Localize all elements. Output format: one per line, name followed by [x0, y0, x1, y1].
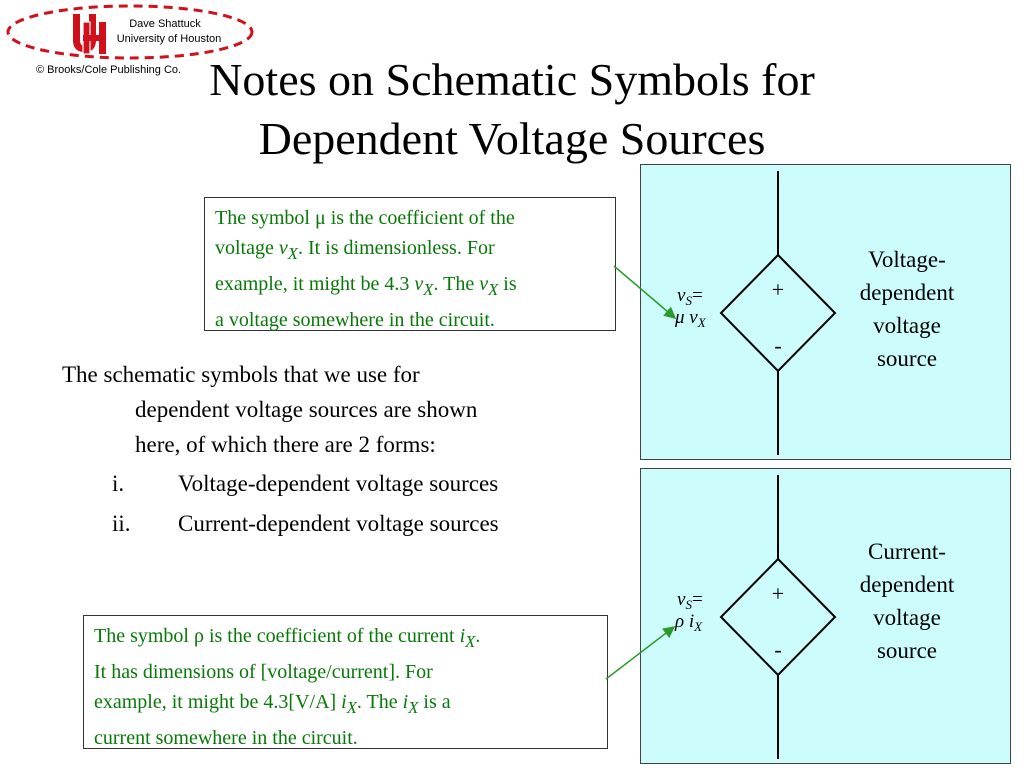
minus-sign: -: [774, 637, 782, 662]
slide-title-line-2: Dependent Voltage Sources: [258, 113, 766, 164]
note-mu-line-2: voltage vX. It is dimensionless. For: [215, 237, 495, 263]
list-item-text: Voltage-dependent voltage sources: [178, 471, 499, 496]
note-mu-line-3: example, it might be 4.3 vX. The vX is: [215, 273, 517, 299]
note-rho-line-1: The symbol ρ is the coefficient of the c…: [94, 625, 481, 651]
note-mu-line-1: The symbol μ is the coefficient of the: [215, 207, 515, 229]
list-item-number: ii.: [112, 511, 131, 536]
credit-author: Dave Shattuck: [129, 18, 201, 30]
source-equation-rhs: ρ iX: [675, 611, 703, 634]
panel-current-dependent-source: + - vS= ρ iX Current- dependent voltage …: [640, 468, 1011, 764]
credit-publisher: © Brooks/Cole Publishing Co.: [36, 64, 182, 76]
credit-university: University of Houston: [116, 33, 222, 45]
source-equation-lhs: vS=: [677, 285, 703, 308]
body-text-line-3: here, of which there are 2 forms:: [135, 432, 436, 457]
source-equation-rhs: μ vX: [675, 307, 706, 330]
university-of-houston-logo: [73, 14, 106, 55]
panel-voltage-dependent-source: + - vS= μ vX Voltage- dependent voltage …: [640, 164, 1011, 460]
logo-dashed-oval: [6, 4, 254, 60]
plus-sign: +: [771, 581, 785, 606]
pointer-mu-arrow: [613, 265, 677, 319]
body-text-line-1: The schematic symbols that we use for: [62, 362, 420, 387]
list-item-text: Current-dependent voltage sources: [178, 511, 499, 536]
note-mu-line-4: a voltage somewhere in the circuit.: [215, 309, 495, 331]
plus-sign: +: [771, 277, 785, 302]
dependent-source-diamond-symbol: [719, 475, 837, 759]
panel-label: Current- dependent voltage source: [859, 539, 955, 663]
panel-label: Voltage- dependent voltage source: [859, 247, 955, 371]
list-item-number: i.: [112, 471, 125, 496]
dependent-source-diamond-symbol: [719, 171, 837, 455]
note-rho-line-2: It has dimensions of [voltage/current]. …: [94, 661, 433, 683]
note-mu-coefficient: The symbol μ is the coefficient of the v…: [204, 197, 616, 331]
note-rho-line-4: current somewhere in the circuit.: [94, 727, 358, 749]
source-equation-lhs: vS=: [677, 589, 703, 612]
note-rho-coefficient: The symbol ρ is the coefficient of the c…: [83, 615, 608, 749]
pointer-rho-arrow: [605, 626, 676, 680]
body-text-line-2: dependent voltage sources are shown: [135, 397, 478, 422]
slide-title-line-1: Notes on Schematic Symbols for: [209, 54, 815, 105]
note-rho-line-3: example, it might be 4.3[V/A] iX. The iX…: [94, 691, 451, 717]
minus-sign: -: [774, 333, 782, 358]
